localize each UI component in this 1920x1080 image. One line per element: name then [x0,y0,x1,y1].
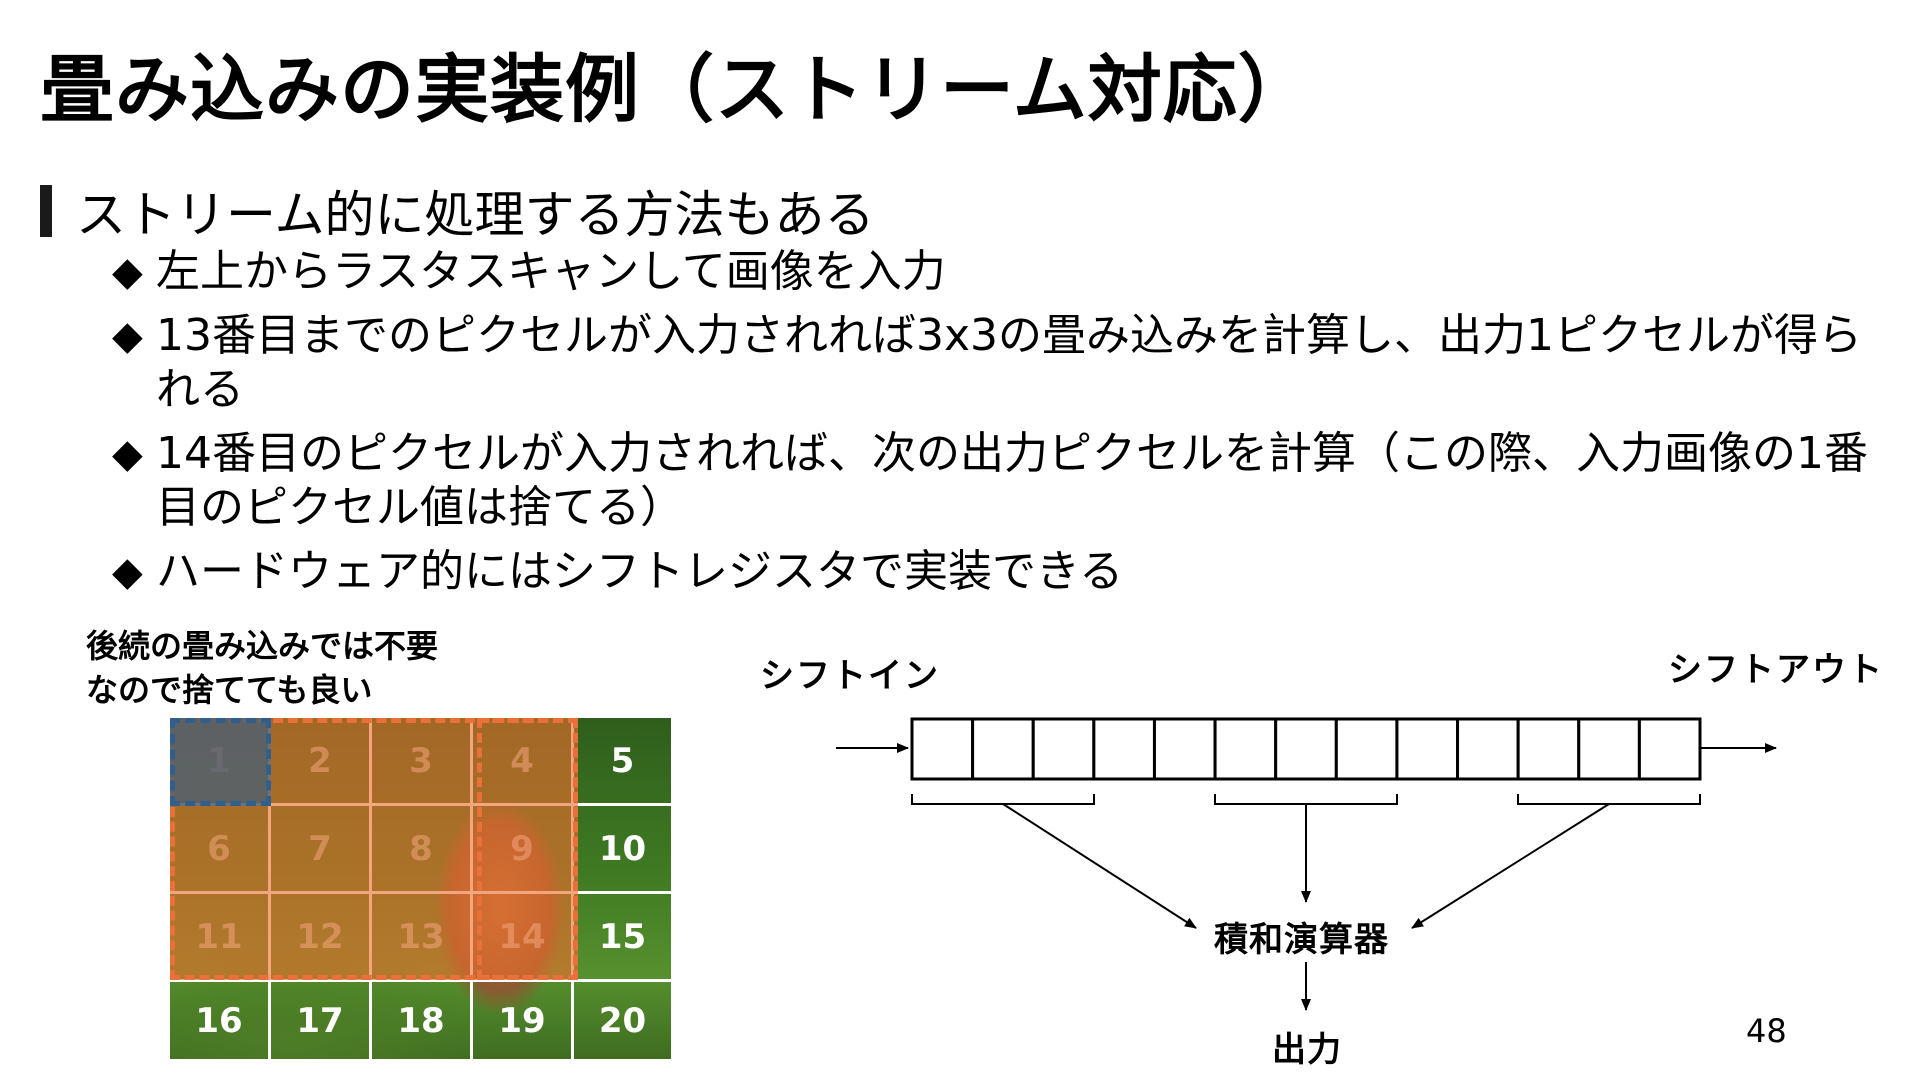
tap-bracket [911,794,1095,805]
bullet-list: ◆ 左上からラスタスキャンして画像を入力 ◆ 13番目までのピクセルが入力されれ… [112,245,1902,609]
register-cells [910,717,1702,781]
diamond-bullet-icon: ◆ [112,431,143,477]
register-cell [1031,717,1096,781]
register-cell [1637,717,1702,781]
page-number: 48 [1746,1012,1787,1050]
pixel-cell: 15 [574,894,674,982]
pixel-cell: 17 [271,982,372,1062]
register-cell [1516,717,1581,781]
register-cell [1092,717,1156,781]
bullet-item: ◆ ハードウェア的にはシフトレジスタで実装できる [112,545,1902,599]
bullet-text: 14番目のピクセルが入力されれば、次の出力ピクセルを計算（この際、入力画像の1番… [156,428,1868,533]
register-cell [1577,717,1641,781]
pixel-cell: 18 [372,982,473,1062]
register-cell [1395,717,1460,781]
pixel-cell: 5 [574,718,674,806]
pixel-cell: 10 [574,806,674,894]
output-label: 出力 [1272,1030,1342,1070]
level1-text: ストリーム的に処理する方法もある [76,186,875,244]
diamond-bullet-icon: ◆ [112,313,143,359]
tap-bracket [1214,794,1398,805]
bullet-item: ◆ 13番目までのピクセルが入力されれば3x3の畳み込みを計算し、出力1ピクセル… [112,309,1902,417]
pixel-cell: 19 [473,982,574,1062]
tap-arrow [1411,803,1610,929]
bullet-text: ハードウェア的にはシフトレジスタで実装できる [156,546,1124,597]
shift-out-label: シフトアウト [1668,650,1884,690]
diamond-bullet-icon: ◆ [112,249,143,295]
register-cell [1456,717,1520,781]
discard-pixel-overlay [170,718,271,806]
mac-label: 積和演算器 [1214,920,1389,960]
register-cell [1213,717,1278,781]
bullet-item: ◆ 14番目のピクセルが入力されれば、次の出力ピクセルを計算（この際、入力画像の… [112,427,1902,535]
bullet-bar [40,185,52,237]
note-line: 後続の畳み込みでは不要 [86,627,439,665]
discard-note: 後続の畳み込みでは不要 なので捨てても良い [86,624,438,712]
conv-window-column-outline [477,718,578,980]
note-line: なので捨てても良い [86,671,373,709]
register-cell [1152,717,1217,781]
bullet-item: ◆ 左上からラスタスキャンして画像を入力 [112,245,1902,299]
register-cell [910,717,975,781]
diamond-bullet-icon: ◆ [112,549,143,595]
tap-arrow [1002,803,1197,929]
register-cell [1274,717,1338,781]
bullet-text: 左上からラスタスキャンして画像を入力 [156,246,946,297]
register-cell [971,717,1035,781]
shift-in-label: シフトイン [760,656,940,696]
pixel-cell: 16 [170,982,271,1062]
register-cell [1334,717,1399,781]
bullet-text: 13番目までのピクセルが入力されれば3x3の畳み込みを計算し、出力1ピクセルが得… [156,310,1863,415]
pixel-cell: 20 [574,982,674,1062]
tap-bracket [1517,794,1701,805]
slide-title: 畳み込みの実装例（ストリーム対応） [40,47,1313,133]
level1-item: ストリーム的に処理する方法もある [40,175,875,247]
